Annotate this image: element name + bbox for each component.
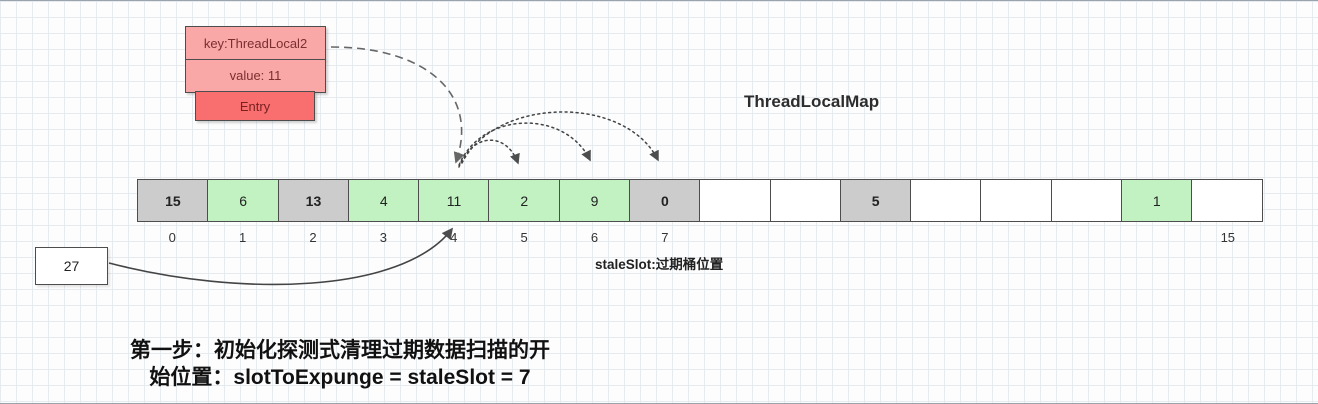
array-cell-1: 6 xyxy=(207,179,280,222)
index-label-2: 2 xyxy=(309,230,317,245)
index-label-12 xyxy=(982,230,1052,248)
threadlocalmap-title: ThreadLocalMap xyxy=(744,92,880,111)
array-cell-15 xyxy=(1191,179,1263,222)
probe-arc-slot4-to-slot7 xyxy=(461,111,659,164)
entry-key-field: key:ThreadLocal2 xyxy=(185,26,326,60)
index-label-4: 4 xyxy=(450,230,458,245)
probe-arc-slot4-to-slot5 xyxy=(458,139,520,168)
index-label-row: 0 1 2 3 4 5 6 7 15 xyxy=(137,230,1263,248)
entry-box: key:ThreadLocal2 value: 11 Entry xyxy=(185,26,326,121)
hash-value-box: 27 xyxy=(35,247,108,285)
array-cell-4: 11 xyxy=(418,179,490,222)
array-cell-10: 5 xyxy=(839,179,912,222)
caption: 第一步：初始化探测式清理过期数据扫描的开 始位置：slotToExpunge =… xyxy=(105,337,575,392)
index-label-1: 1 xyxy=(238,230,247,245)
array-cell-6: 9 xyxy=(558,179,631,222)
caption-line2: 始位置：slotToExpunge = staleSlot = 7 xyxy=(149,366,531,390)
hash-value: 27 xyxy=(63,258,80,274)
index-label-6: 6 xyxy=(590,230,599,245)
index-label-0: 0 xyxy=(168,230,176,245)
array-cell-2: 13 xyxy=(277,179,350,222)
array-cell-0: 15 xyxy=(137,179,209,222)
entry-label: Entry xyxy=(195,91,315,121)
index-label-9 xyxy=(770,230,840,248)
array-cell-3: 4 xyxy=(347,179,420,222)
index-label-10 xyxy=(841,230,911,248)
array-cell-12 xyxy=(980,179,1053,222)
array-cell-8 xyxy=(699,179,772,222)
entry-value-field: value: 11 xyxy=(185,58,326,93)
index-label-3: 3 xyxy=(379,230,387,245)
index-label-7: 7 xyxy=(661,230,669,245)
probe-arc-slot4-to-slot6 xyxy=(458,122,591,166)
stale-slot-label: staleSlot:过期桶位置 xyxy=(595,257,724,272)
array-cell-9 xyxy=(769,179,842,222)
index-label-5: 5 xyxy=(520,230,528,245)
array-cell-7: 0 xyxy=(628,179,701,222)
entry-to-slot4-dashed-arrow xyxy=(330,46,465,164)
array-cell-5: 2 xyxy=(488,179,561,222)
array-cell-11 xyxy=(910,179,982,222)
index-label-15: 15 xyxy=(1220,230,1236,245)
array-cell-14: 1 xyxy=(1120,179,1193,222)
index-label-13 xyxy=(1052,230,1122,248)
array-cell-13 xyxy=(1050,179,1123,222)
index-label-11 xyxy=(911,230,981,248)
caption-line1: 第一步：初始化探测式清理过期数据扫描的开 xyxy=(130,339,550,362)
index-label-8 xyxy=(700,230,770,248)
index-label-14 xyxy=(1122,230,1192,248)
